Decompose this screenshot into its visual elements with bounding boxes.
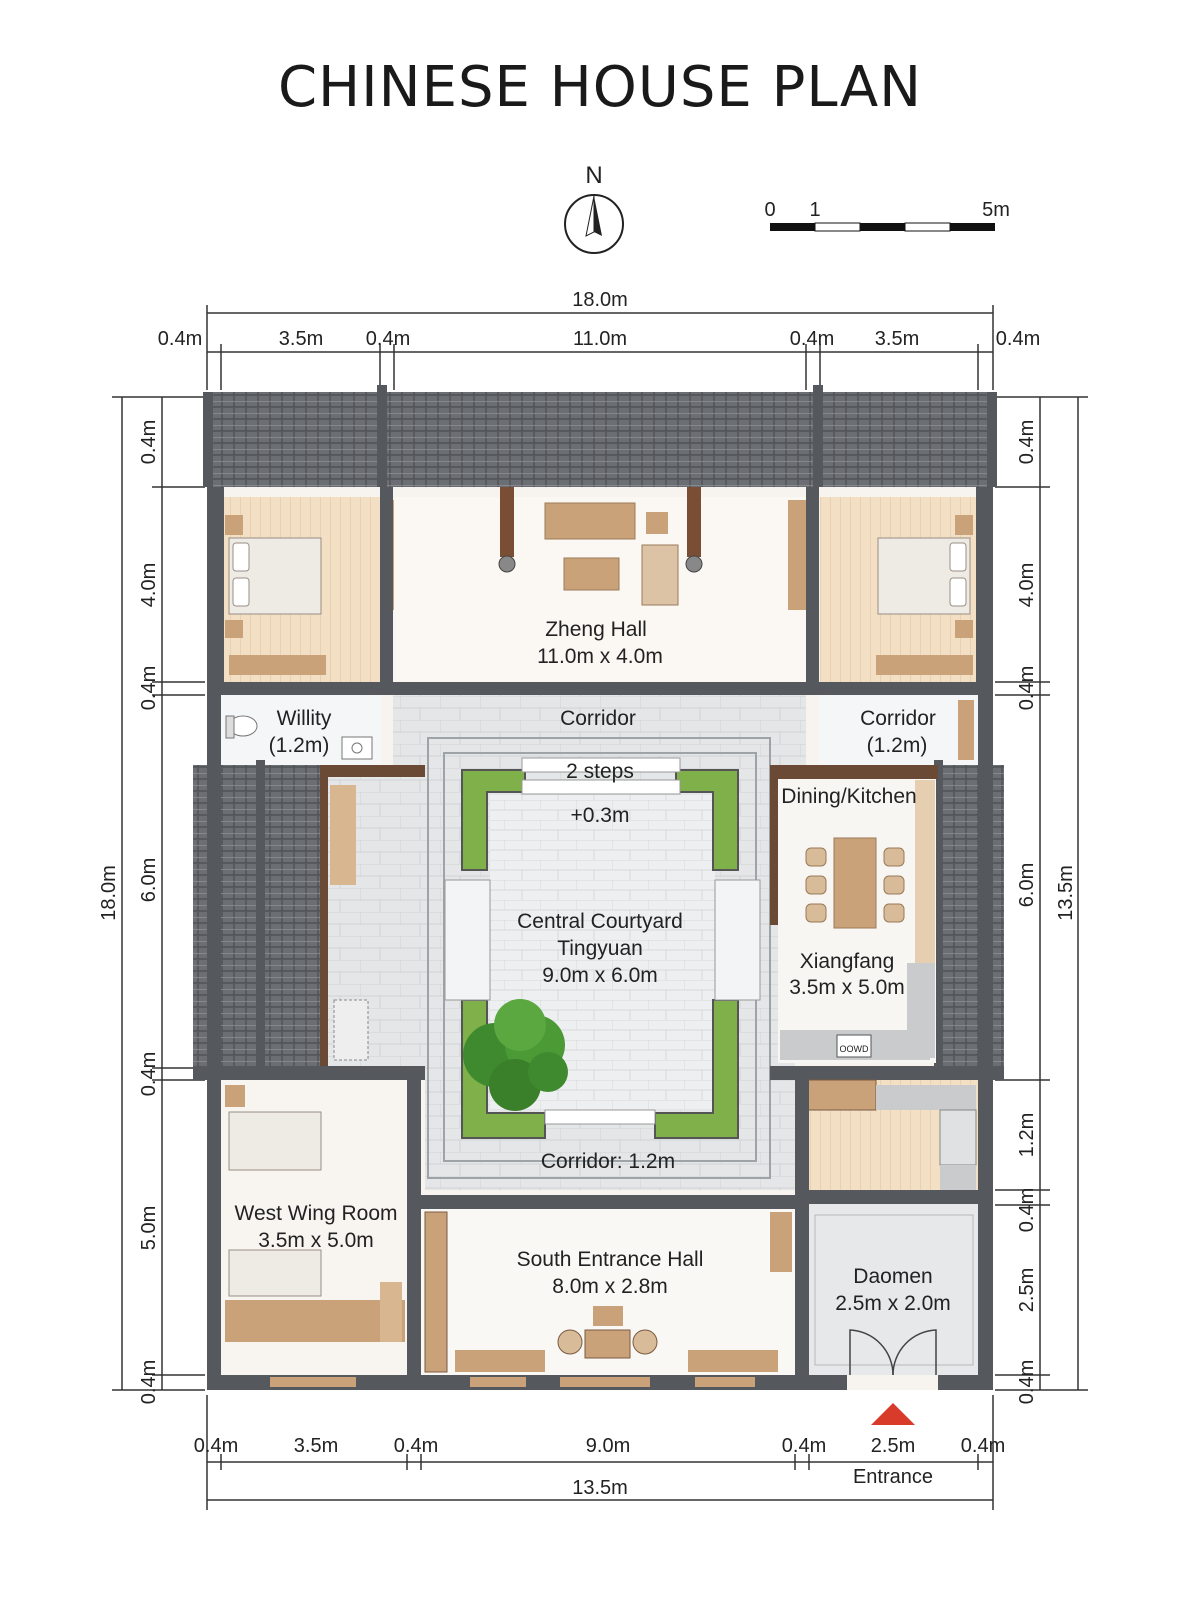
dining-label: Dining/Kitchen — [781, 785, 916, 808]
top-dim-0: 0.4m — [158, 328, 202, 350]
scale-zero: 0 — [764, 199, 775, 221]
south-hall-name: South Entrance Hall — [517, 1248, 704, 1271]
top-dimensions: 18.0m 0.4m 3.5m 0.4m 11.0m 0.4m 3.5m 0.4… — [158, 289, 1040, 390]
right-dim-7: 0.4m — [1016, 1360, 1038, 1404]
xiangfang-name: Xiangfang — [800, 950, 895, 973]
courtyard-size: 9.0m x 6.0m — [542, 964, 658, 987]
steps — [444, 757, 761, 1125]
left-total-dim: 18.0m — [98, 865, 120, 921]
north-label: N — [585, 162, 602, 189]
entrance-label: Entrance — [853, 1466, 933, 1488]
stove-label: OOWD — [840, 1044, 869, 1054]
top-dim-1: 3.5m — [279, 328, 323, 350]
zheng-hall-name: Zheng Hall — [545, 618, 647, 641]
page-title: CHINESE HOUSE PLAN — [277, 55, 923, 120]
steps-label: 2 steps — [566, 760, 634, 783]
zheng-hall-size: 11.0m x 4.0m — [537, 645, 663, 668]
right-total-dim: 13.5m — [1055, 865, 1077, 921]
top-dim-4: 0.4m — [790, 328, 834, 350]
xiangfang-size: 3.5m x 5.0m — [789, 976, 905, 999]
bottom-dim-2: 0.4m — [394, 1435, 438, 1457]
scale-five: 5m — [982, 199, 1010, 221]
level-label: +0.3m — [571, 804, 630, 827]
willity-name: Willity — [277, 707, 332, 730]
right-dim-6: 2.5m — [1016, 1268, 1038, 1312]
building: Zheng Hall 11.0m x 4.0m Willity (1.2m) C… — [193, 385, 1004, 1425]
north-roof — [207, 392, 993, 487]
scale-one: 1 — [809, 199, 820, 221]
courtyard-alt: Tingyuan — [557, 937, 643, 960]
left-dim-2: 0.4m — [138, 666, 160, 710]
bottom-dim-3: 9.0m — [586, 1435, 630, 1457]
right-dim-3: 6.0m — [1016, 863, 1038, 907]
top-dim-3: 11.0m — [573, 328, 627, 350]
top-total-dim: 18.0m — [572, 289, 628, 311]
left-dim-1: 4.0m — [138, 563, 160, 607]
left-dim-6: 0.4m — [138, 1360, 160, 1404]
corridor-top-label: Corridor — [560, 707, 636, 730]
right-dim-4: 1.2m — [1016, 1113, 1038, 1157]
bottom-dim-5: 2.5m — [871, 1435, 915, 1457]
east-roof — [937, 765, 1004, 1080]
courtyard-name: Central Courtyard — [517, 910, 683, 933]
top-dim-2: 0.4m — [366, 328, 410, 350]
entrance-arrow-icon — [871, 1403, 915, 1425]
corridor-right-size: (1.2m) — [867, 734, 928, 757]
willity-size: (1.2m) — [269, 734, 330, 757]
right-dim-5: 0.4m — [1016, 1188, 1038, 1232]
right-dimensions: 13.5m 0.4m 4.0m 0.4m 6.0m 1.2m 0.4m 2.5m… — [995, 396, 1088, 1404]
left-dim-5: 5.0m — [138, 1206, 160, 1250]
right-dim-0: 0.4m — [1016, 420, 1038, 464]
daomen — [809, 1204, 978, 1375]
right-dim-1: 4.0m — [1016, 563, 1038, 607]
compass-icon: N — [564, 162, 624, 254]
bed-icon — [225, 515, 322, 638]
daomen-size: 2.5m x 2.0m — [835, 1292, 951, 1315]
bottom-dim-1: 3.5m — [294, 1435, 338, 1457]
right-dim-2: 0.4m — [1016, 666, 1038, 710]
top-dim-6: 0.4m — [996, 328, 1040, 350]
bottom-total-dim: 13.5m — [572, 1477, 628, 1499]
left-dimensions: 18.0m 0.4m 4.0m 0.4m 6.0m 0.4m 5.0m 0.4m — [98, 396, 205, 1404]
south-hall-size: 8.0m x 2.8m — [552, 1275, 668, 1298]
daomen-name: Daomen — [853, 1265, 932, 1288]
bottom-dim-6: 0.4m — [961, 1435, 1005, 1457]
left-dim-3: 6.0m — [138, 858, 160, 902]
corridor-right-name: Corridor — [860, 707, 936, 730]
bottom-dimensions: 0.4m 3.5m 0.4m 9.0m 0.4m 2.5m 0.4m 13.5m… — [194, 1395, 1005, 1510]
left-dim-0: 0.4m — [138, 420, 160, 464]
scale-bar: 0 1 5m — [764, 199, 1010, 232]
bottom-dim-4: 0.4m — [782, 1435, 826, 1457]
tree-icon — [463, 999, 568, 1111]
west-wing-name: West Wing Room — [235, 1202, 398, 1225]
west-wing-size: 3.5m x 5.0m — [258, 1229, 374, 1252]
top-dim-5: 3.5m — [875, 328, 919, 350]
east-corridor — [819, 695, 979, 765]
toilet-icon — [225, 715, 258, 739]
bottom-dim-0: 0.4m — [194, 1435, 238, 1457]
sink-icon — [341, 736, 373, 760]
left-dim-4: 0.4m — [138, 1052, 160, 1096]
corridor-bottom-label: Corridor: 1.2m — [541, 1150, 675, 1173]
